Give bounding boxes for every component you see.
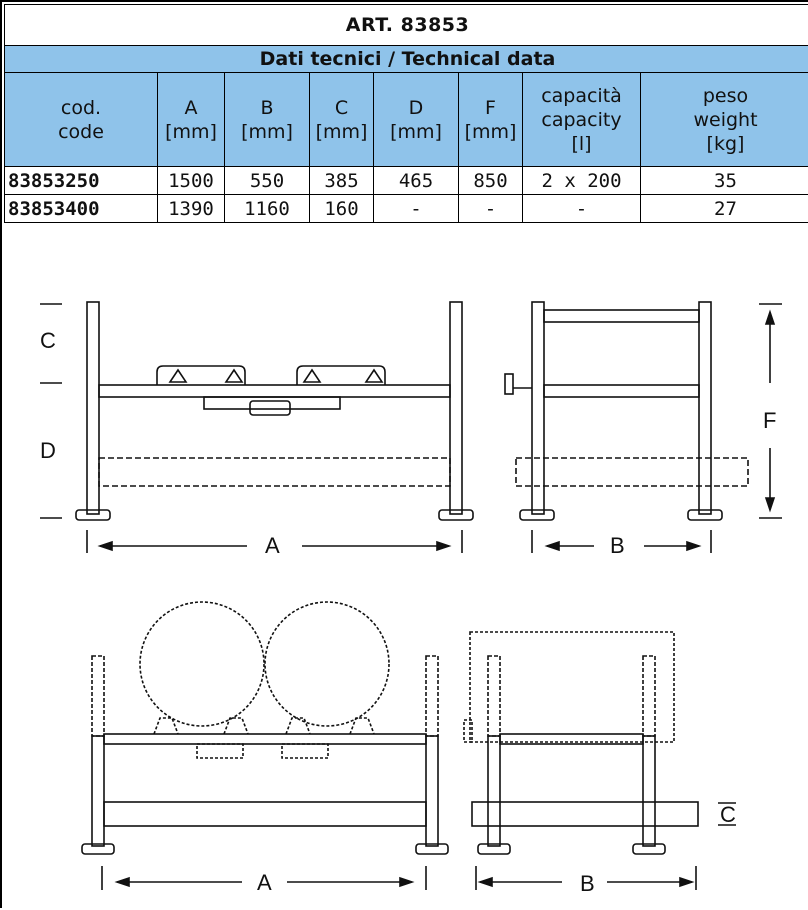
label-f-right: F	[763, 408, 776, 433]
col-header-a: A[mm]	[158, 73, 225, 167]
technical-drawing: C D A	[2, 248, 808, 910]
cell-code: 83853250	[5, 167, 158, 195]
label-a-bottom: A	[257, 870, 272, 895]
front-view-with-drums	[82, 602, 448, 890]
label-b-bottom: B	[580, 871, 595, 896]
table-row: 83853400 1390 1160 160 - - - 27	[5, 195, 808, 223]
col-header-d: D[mm]	[374, 73, 459, 167]
label-a-top: A	[265, 533, 280, 558]
cell-code: 83853400	[5, 195, 158, 223]
cell-weight: 27	[641, 195, 808, 223]
side-view-with-drum	[464, 632, 736, 890]
cell-b: 550	[225, 167, 310, 195]
cell-capacity: 2 x 200	[523, 167, 641, 195]
label-c-bottom: C	[720, 802, 736, 827]
cell-b: 1160	[225, 195, 310, 223]
label-d-left: D	[40, 438, 56, 463]
label-c-top: C	[40, 328, 56, 353]
table-subtitle: Dati tecnici / Technical data	[5, 46, 808, 73]
cell-d: -	[374, 195, 459, 223]
cell-capacity: -	[523, 195, 641, 223]
col-header-code: cod.code	[5, 73, 158, 167]
cell-c: 385	[310, 167, 374, 195]
col-header-b: B[mm]	[225, 73, 310, 167]
technical-data-table: ART. 83853 Dati tecnici / Technical data…	[4, 4, 808, 223]
cell-c: 160	[310, 195, 374, 223]
column-header-row: cod.code A[mm] B[mm] C[mm] D[mm] F[mm] c…	[5, 73, 808, 167]
cell-a: 1390	[158, 195, 225, 223]
cell-weight: 35	[641, 167, 808, 195]
article-title: ART. 83853	[5, 5, 808, 46]
table-row: 83853250 1500 550 385 465 850 2 x 200 35	[5, 167, 808, 195]
col-header-c: C[mm]	[310, 73, 374, 167]
cell-a: 1500	[158, 167, 225, 195]
drawing-svg: C D A	[2, 248, 808, 908]
col-header-f: F[mm]	[459, 73, 523, 167]
cell-d: 465	[374, 167, 459, 195]
cell-f: -	[459, 195, 523, 223]
front-view-empty	[40, 302, 473, 553]
cell-f: 850	[459, 167, 523, 195]
side-view-empty	[505, 302, 782, 553]
label-b-top: B	[610, 533, 625, 558]
